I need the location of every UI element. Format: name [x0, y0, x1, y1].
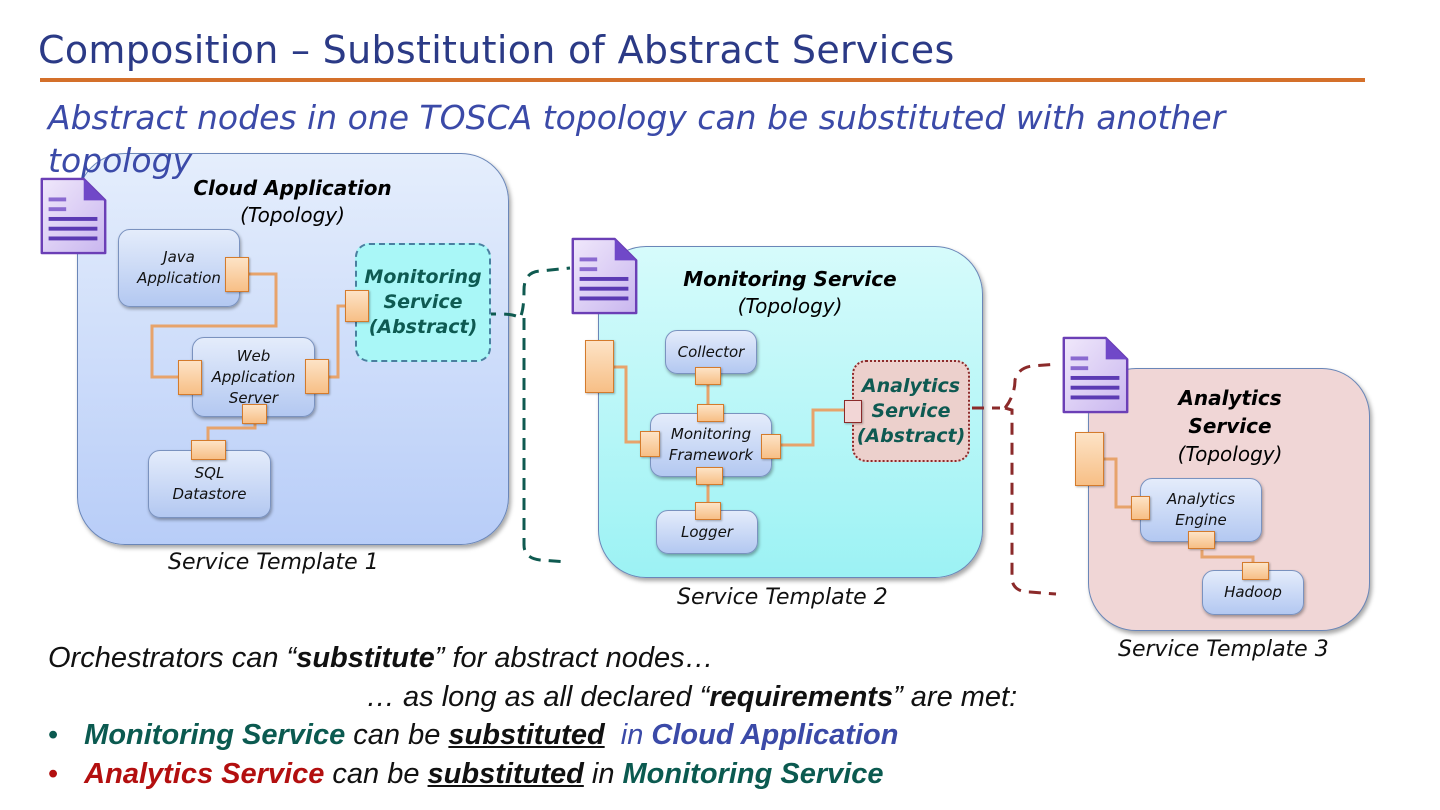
template-3-subtitle: (Topology) [1177, 442, 1283, 466]
node-label: Monitoring [364, 266, 482, 288]
node-label: Analytics [861, 374, 961, 397]
title-divider [40, 78, 1365, 82]
node-label: Engine [1175, 511, 1227, 529]
text-run: in [604, 719, 652, 751]
node-sql-datastore[interactable]: SQL Datastore [148, 450, 271, 518]
requirement-port [695, 367, 721, 385]
document-icon [40, 177, 107, 255]
document-icon [1062, 336, 1129, 414]
keyword-substitute: substitute [296, 642, 435, 674]
bullet-target: Monitoring Service [622, 758, 884, 790]
capability-port [697, 404, 724, 422]
requirement-port [305, 359, 329, 394]
relation-was-monitoring [327, 304, 346, 379]
template-3-caption: Service Template 3 [1118, 637, 1329, 662]
node-label: Datastore [172, 485, 247, 503]
requirement-port [761, 434, 781, 459]
substitution-capability-port [1075, 432, 1104, 486]
template-2-caption: Service Template 2 [677, 585, 888, 610]
bullet-marker: • [48, 758, 59, 790]
bullet-verb: substituted [427, 758, 584, 790]
document-icon [571, 237, 638, 315]
node-label: Framework [668, 446, 754, 464]
node-label: Collector [677, 342, 745, 361]
node-collector[interactable]: Collector [665, 330, 757, 374]
relation-mf-analytics [778, 408, 846, 447]
keyword-requirements: requirements [709, 681, 894, 713]
text-run: can be [324, 758, 428, 790]
template-1-caption: Service Template 1 [168, 550, 379, 575]
substitution-link-monitoring [484, 266, 571, 564]
substitution-capability-port [585, 340, 614, 393]
slide-subtitle: Abstract nodes in one TOSCA topology can… [48, 98, 1226, 180]
node-label: Application [211, 367, 296, 386]
text-run: in [583, 758, 623, 790]
bullet-target: Cloud Application [651, 719, 899, 751]
requirement-port [696, 467, 723, 485]
bullet-item: • Analytics Service can be substituted in… [48, 758, 884, 791]
requirement-port [178, 360, 202, 395]
relation-was-sql [206, 420, 257, 440]
capability-port [225, 257, 249, 292]
node-label: Analytics [1166, 490, 1236, 508]
template-3-title: Analytics Service [1140, 384, 1320, 440]
node-label: Monitoring [670, 425, 752, 443]
capability-port [191, 440, 226, 460]
node-label: Hadoop [1224, 583, 1282, 601]
template-3-title-line: Analytics [1178, 386, 1282, 410]
capability-port [1242, 562, 1269, 580]
bullet-item: • Monitoring Service can be substituted i… [48, 719, 898, 752]
template-1-subtitle: (Topology) [240, 203, 345, 227]
bullet-subject: Monitoring Service [84, 719, 346, 751]
capability-port [695, 502, 721, 520]
relation-st2-mf [612, 365, 642, 444]
template-1-title: Cloud Application [193, 176, 392, 200]
slide-title: Composition – Substitution of Abstract S… [38, 28, 955, 72]
bullet-verb: substituted [448, 719, 605, 751]
relation-java-was [150, 272, 278, 379]
requirement-port [1188, 531, 1215, 549]
relation-st3-ae [1104, 457, 1132, 509]
node-label: Application [137, 269, 221, 287]
text-run: … as long as all declared “ [366, 681, 710, 713]
capability-port [844, 400, 862, 423]
node-label: Server [228, 388, 279, 407]
substitution-link-analytics [972, 362, 1059, 596]
requirement-port [242, 404, 267, 424]
bullet-marker: • [48, 719, 59, 751]
text-run: can be [345, 719, 449, 751]
capability-port [1131, 496, 1150, 520]
template-2-title: Monitoring Service [683, 267, 897, 291]
node-label: Java [163, 248, 195, 266]
capability-port [345, 290, 369, 322]
template-2-subtitle: (Topology) [737, 294, 843, 318]
template-3-title-line: Service [1188, 414, 1272, 438]
bullet-subject: Analytics Service [84, 758, 325, 790]
requirements-line: … as long as all declared “requirements”… [366, 681, 1017, 714]
relation-ae-hadoop [1200, 550, 1255, 564]
node-label: Service [383, 291, 463, 313]
capability-port [640, 431, 660, 457]
node-label: Service [871, 399, 951, 422]
node-label: Logger [681, 522, 733, 541]
orchestrators-line: Orchestrators can “substitute” for abstr… [48, 642, 714, 675]
node-label: (Abstract) [856, 424, 966, 447]
node-label: Web [236, 346, 271, 365]
text-run: Orchestrators can “ [48, 642, 297, 674]
node-label: (Abstract) [368, 316, 478, 338]
node-label: SQL [194, 464, 225, 482]
text-run: ” for abstract nodes… [434, 642, 714, 674]
text-run: ” are met: [893, 681, 1018, 713]
